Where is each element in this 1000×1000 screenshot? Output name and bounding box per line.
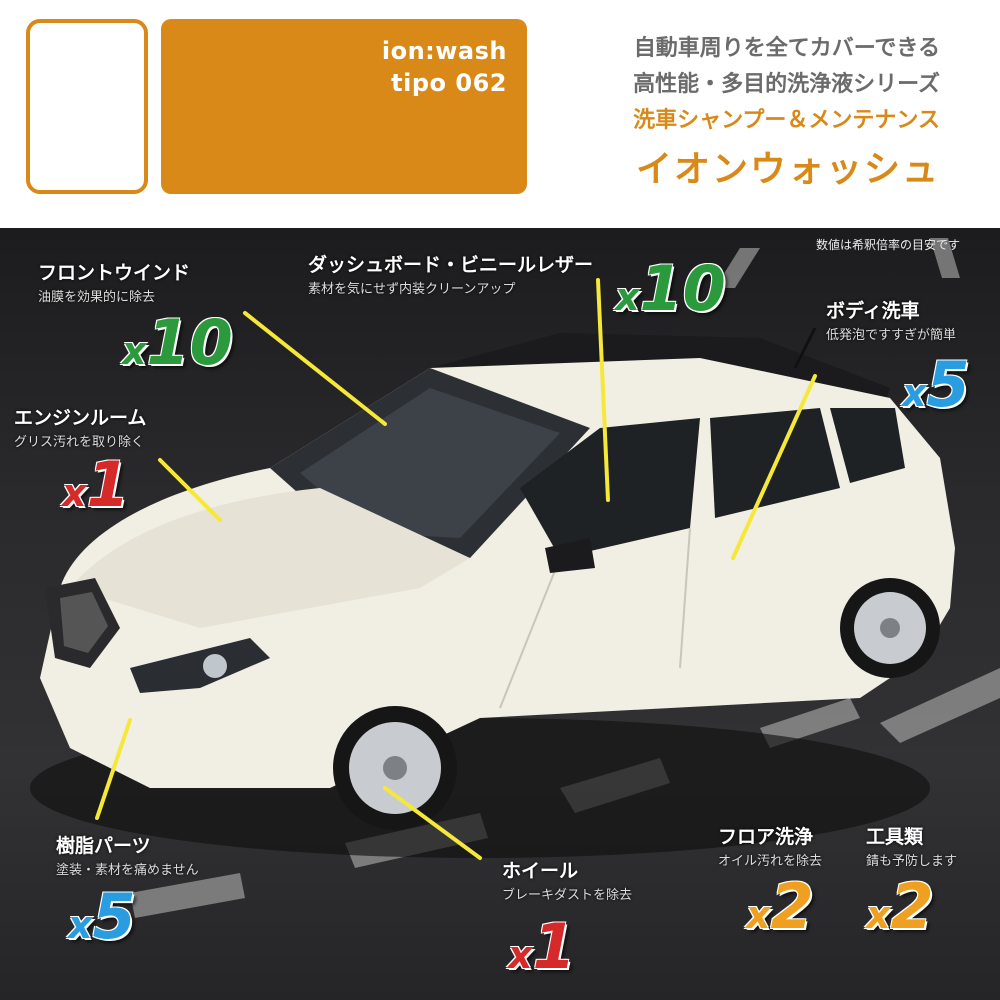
label-engine-room: エンジンルーム グリス汚れを取り除く <box>14 403 146 450</box>
multiplier-dashboard: x10 <box>615 252 726 325</box>
tagline-2: 高性能・多目的洗浄液シリーズ <box>633 72 940 97</box>
multiplier-body-wash: x5 <box>902 348 970 421</box>
label-title: エンジンルーム <box>14 407 147 429</box>
multiplier-tools: x2 <box>866 870 934 943</box>
label-subtitle: 低発泡ですすぎが簡単 <box>826 328 957 343</box>
label-body-wash: ボディ洗車 低発泡ですすぎが簡単 <box>826 296 956 343</box>
dilution-note: 数値は希釈倍率の目安です <box>815 238 960 252</box>
pointer-lines <box>95 278 817 860</box>
label-subtitle: オイル汚れを除去 <box>718 854 823 869</box>
multiplier-floor-wash: x2 <box>746 870 814 943</box>
label-subtitle: 塗装・素材を痛めません <box>56 863 199 878</box>
label-subtitle: ブレーキダストを除去 <box>502 888 633 903</box>
multiplier-resin-parts: x5 <box>68 880 136 953</box>
label-floor-wash: フロア洗浄 オイル汚れを除去 <box>718 822 822 869</box>
label-subtitle: 錆も予防します <box>866 854 958 869</box>
label-subtitle: 油膜を効果的に除去 <box>38 290 156 305</box>
header: ion:wash tipo 062 自動車周りを全てカバーできる 高性能・多目的… <box>0 0 1000 228</box>
label-title: フロア洗浄 <box>718 826 814 848</box>
label-front-window: フロントウインド 油膜を効果的に除去 <box>38 258 190 305</box>
label-subtitle: 素材を気にせず内装クリーンアップ <box>308 282 516 297</box>
brand-model: tipo 062 <box>391 69 507 97</box>
label-wheel: ホイール ブレーキダストを除去 <box>502 856 632 903</box>
label-title: ダッシュボード・ビニールレザー <box>308 254 594 276</box>
tagline-1: 自動車周りを全てカバーできる <box>633 36 940 61</box>
product-name: イオンウォッシュ <box>635 149 940 190</box>
label-resin-parts: 樹脂パーツ 塗装・素材を痛めません <box>56 831 199 878</box>
label-title: ボディ洗車 <box>826 300 920 322</box>
label-title: 樹脂パーツ <box>56 835 151 857</box>
brand-name: ion:wash <box>381 37 507 65</box>
logo-placeholder <box>26 19 148 194</box>
label-tools: 工具類 錆も予防します <box>866 822 957 869</box>
brand-box: ion:wash tipo 062 <box>161 19 527 194</box>
car-photo-area: 数値は希釈倍率の目安です フロントウインド 油膜を効果的に除去 x10 ダッシュ… <box>0 228 1000 1000</box>
multiplier-front-window: x10 <box>122 306 233 379</box>
label-title: ホイール <box>502 860 579 882</box>
multiplier-engine-room: x1 <box>62 448 130 521</box>
label-dashboard: ダッシュボード・ビニールレザー 素材を気にせず内装クリーンアップ <box>308 250 593 297</box>
car-illustration <box>30 238 1000 918</box>
label-subtitle: グリス汚れを取り除く <box>14 435 145 450</box>
tagline-3: 洗車シャンプー＆メンテナンス <box>633 108 940 133</box>
multiplier-wheel: x1 <box>508 910 576 983</box>
label-title: 工具類 <box>866 826 924 848</box>
label-title: フロントウインド <box>38 262 191 284</box>
